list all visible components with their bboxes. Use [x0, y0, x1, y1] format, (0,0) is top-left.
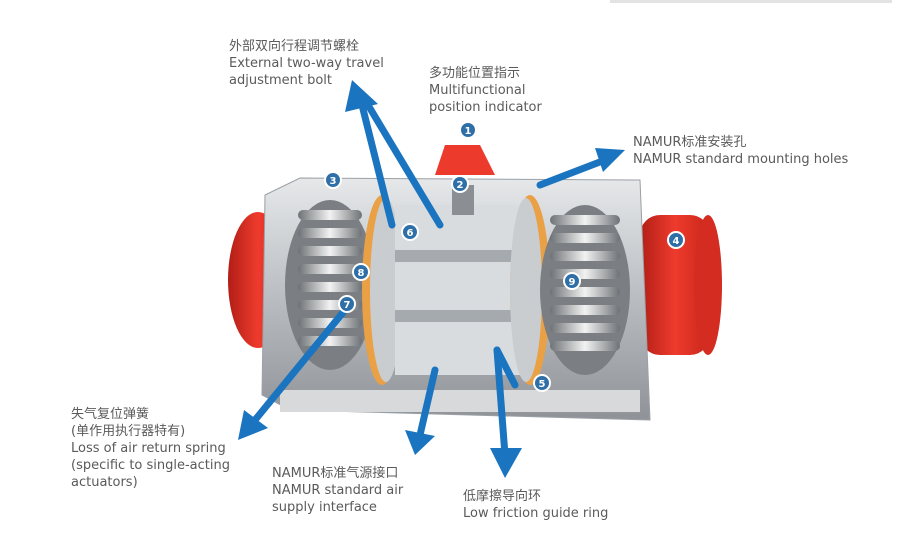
- arrow-return-spring: [251, 306, 349, 424]
- label-en: position indicator: [429, 100, 542, 115]
- label-en: NAMUR standard air: [272, 483, 404, 498]
- label-zh: 外部双向行程调节螺栓: [229, 39, 360, 54]
- badge-2: 2: [451, 175, 469, 193]
- label-en: Multifunctional: [429, 83, 526, 98]
- svg-text:3: 3: [330, 176, 337, 187]
- svg-text:6: 6: [407, 228, 414, 239]
- right-end-cap: [640, 215, 710, 355]
- badge-9: 9: [563, 272, 581, 290]
- svg-text:9: 9: [569, 277, 576, 288]
- label-en: NAMUR standard mounting holes: [633, 152, 849, 167]
- label-zh: NAMUR标准气源接口: [272, 466, 399, 481]
- arrow-adjust-bolt-1: [358, 101, 396, 229]
- arrow-air-supply: [416, 366, 439, 439]
- label-zh: 多功能位置指示: [429, 66, 521, 81]
- arrow-adjust-bolt-2: [361, 96, 444, 229]
- svg-text:5: 5: [539, 379, 546, 390]
- top-divider: [610, 0, 892, 3]
- badge-3: 3: [324, 171, 342, 189]
- svg-text:2: 2: [457, 180, 464, 191]
- label-position-indicator: 多功能位置指示 Multifunctional position indicat…: [429, 65, 542, 116]
- badge-5: 5: [533, 374, 551, 392]
- badge-8: 8: [352, 263, 370, 281]
- label-en: External two-way travel: [229, 56, 384, 71]
- label-en: adjustment bolt: [229, 73, 332, 88]
- label-adjust-bolt: 外部双向行程调节螺栓 External two-way travel adjus…: [229, 38, 384, 89]
- badge-4: 4: [667, 231, 685, 249]
- label-zh: (单作用执行器特有): [71, 424, 186, 439]
- label-guide-ring: 低摩擦导向环 Low friction guide ring: [463, 488, 608, 522]
- label-zh: NAMUR标准安装孔: [633, 135, 747, 150]
- label-zh: 失气复位弹簧: [71, 407, 150, 422]
- svg-text:8: 8: [358, 268, 365, 279]
- arrow-guide-ring-2: [493, 346, 519, 389]
- arrow-guide-ring: [493, 346, 509, 459]
- left-springs: [298, 210, 362, 346]
- label-zh: 低摩擦导向环: [463, 489, 542, 504]
- right-springs: [550, 215, 620, 351]
- badge-6: 6: [401, 223, 419, 241]
- arrow-mounting-holes: [536, 156, 609, 189]
- badge-7: 7: [338, 295, 356, 313]
- label-en: (specific to single-acting: [71, 458, 230, 473]
- label-en: Low friction guide ring: [463, 506, 609, 521]
- badge-1: 1: [459, 121, 477, 139]
- svg-text:1: 1: [465, 126, 472, 137]
- label-en: supply interface: [272, 500, 377, 515]
- label-en: actuators): [71, 475, 138, 490]
- label-return-spring: 失气复位弹簧 (单作用执行器特有) Loss of air return spr…: [71, 406, 230, 491]
- svg-text:4: 4: [673, 236, 680, 247]
- position-indicator: [435, 145, 495, 175]
- svg-text:7: 7: [344, 300, 351, 311]
- label-mounting-holes: NAMUR标准安装孔 NAMUR standard mounting holes: [633, 134, 848, 168]
- label-en: Loss of air return spring: [71, 441, 226, 456]
- label-air-supply: NAMUR标准气源接口 NAMUR standard air supply in…: [272, 465, 403, 516]
